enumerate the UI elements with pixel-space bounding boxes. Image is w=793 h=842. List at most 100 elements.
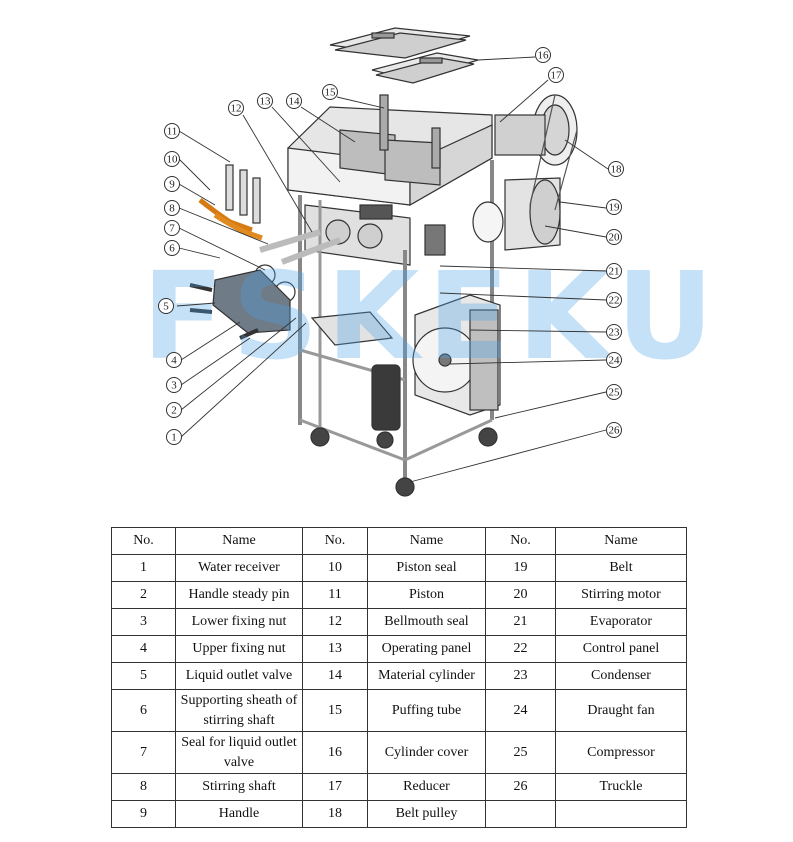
callout-circle <box>164 123 180 139</box>
callout-number: 16 <box>538 50 550 62</box>
table-cell: Supporting sheath of stirring shaft <box>175 689 303 732</box>
callout-number: 22 <box>609 295 620 307</box>
callout-circle <box>164 220 180 236</box>
callout-number: 6 <box>169 243 175 255</box>
header-name-1: Name <box>175 527 303 555</box>
callout-number: 8 <box>169 203 175 215</box>
callout-number: 9 <box>169 179 175 191</box>
table-cell: 8 <box>111 773 176 801</box>
callout-circle <box>606 352 622 368</box>
table-cell: Stirring motor <box>555 581 687 609</box>
callout-number: 11 <box>167 126 178 138</box>
callout-circle <box>606 229 622 245</box>
watermark-text: FSKEKU <box>142 248 722 387</box>
table-cell: Cylinder cover <box>367 731 486 774</box>
table-cell: Draught fan <box>555 689 687 732</box>
callout-circle <box>606 292 622 308</box>
callout-circle <box>164 200 180 216</box>
callout-circle <box>164 240 180 256</box>
table-cell: 7 <box>111 731 176 774</box>
table-cell: 17 <box>302 773 368 801</box>
table-cell: Upper fixing nut <box>175 635 303 663</box>
table-cell: 12 <box>302 608 368 636</box>
callout-number: 15 <box>325 87 337 99</box>
table-cell: Lower fixing nut <box>175 608 303 636</box>
table-cell: 21 <box>485 608 556 636</box>
table-cell: Evaporator <box>555 608 687 636</box>
table-cell: Control panel <box>555 635 687 663</box>
callout-number: 24 <box>609 355 621 367</box>
callout-number: 19 <box>609 202 621 214</box>
callout-number: 13 <box>260 96 272 108</box>
table-cell: 5 <box>111 662 176 690</box>
callout-number: 20 <box>609 232 621 244</box>
callout-number: 7 <box>169 223 175 235</box>
header-no-1: No. <box>111 527 176 555</box>
table-cell: 25 <box>485 731 556 774</box>
callout-circle <box>608 161 624 177</box>
callout-circle <box>166 352 182 368</box>
callout-number: 26 <box>609 425 621 437</box>
callout-circle <box>257 93 273 109</box>
table-cell <box>555 800 687 828</box>
table-cell: 2 <box>111 581 176 609</box>
callout-circle <box>606 384 622 400</box>
callout-number: 17 <box>551 70 563 82</box>
header-name-3: Name <box>555 527 687 555</box>
table-cell: 16 <box>302 731 368 774</box>
table-cell: 6 <box>111 689 176 732</box>
condenser-and-fan <box>371 224 501 431</box>
table-cell: 15 <box>302 689 368 732</box>
cylinder-covers <box>329 27 479 84</box>
table-cell: Operating panel <box>367 635 486 663</box>
table-cell: Piston <box>367 581 486 609</box>
callout-number: 14 <box>289 96 301 108</box>
table-cell: 3 <box>111 608 176 636</box>
table-cell: 9 <box>111 800 176 828</box>
callout-number: 25 <box>609 387 621 399</box>
callout-circle <box>535 47 551 63</box>
callout-circle <box>322 84 338 100</box>
callout-circle <box>228 100 244 116</box>
table-cell: 19 <box>485 554 556 582</box>
table-cell <box>485 800 556 828</box>
table-header-row: No. Name No. Name No. Name <box>111 527 687 555</box>
callout-number: 10 <box>167 154 179 166</box>
callout-circle <box>166 402 182 418</box>
table-cell: 11 <box>302 581 368 609</box>
callout-circle <box>164 151 180 167</box>
table-cell: Handle <box>175 800 303 828</box>
table-cell: Compressor <box>555 731 687 774</box>
table-cell: 14 <box>302 662 368 690</box>
table-cell: Handle steady pin <box>175 581 303 609</box>
motor-and-pulley <box>472 94 578 251</box>
table-cell: 1 <box>111 554 176 582</box>
callout-circle <box>606 199 622 215</box>
header-no-2: No. <box>302 527 368 555</box>
callout-number: 21 <box>609 266 620 278</box>
callout-circle <box>606 263 622 279</box>
table-cell: Water receiver <box>175 554 303 582</box>
callout-circle <box>606 324 622 340</box>
callout-number: 12 <box>231 103 242 115</box>
table-cell: Condenser <box>555 662 687 690</box>
callout-number: 1 <box>171 432 177 444</box>
table-cell: Material cylinder <box>367 662 486 690</box>
callout-circle <box>158 298 174 314</box>
callout-number: 5 <box>163 301 169 313</box>
table-cell: Belt <box>555 554 687 582</box>
table-cell: Belt pulley <box>367 800 486 828</box>
table-cell: 10 <box>302 554 368 582</box>
callout-circle <box>548 67 564 83</box>
table-cell: 20 <box>485 581 556 609</box>
table-cell: Liquid outlet valve <box>175 662 303 690</box>
table-cell: Truckle <box>555 773 687 801</box>
